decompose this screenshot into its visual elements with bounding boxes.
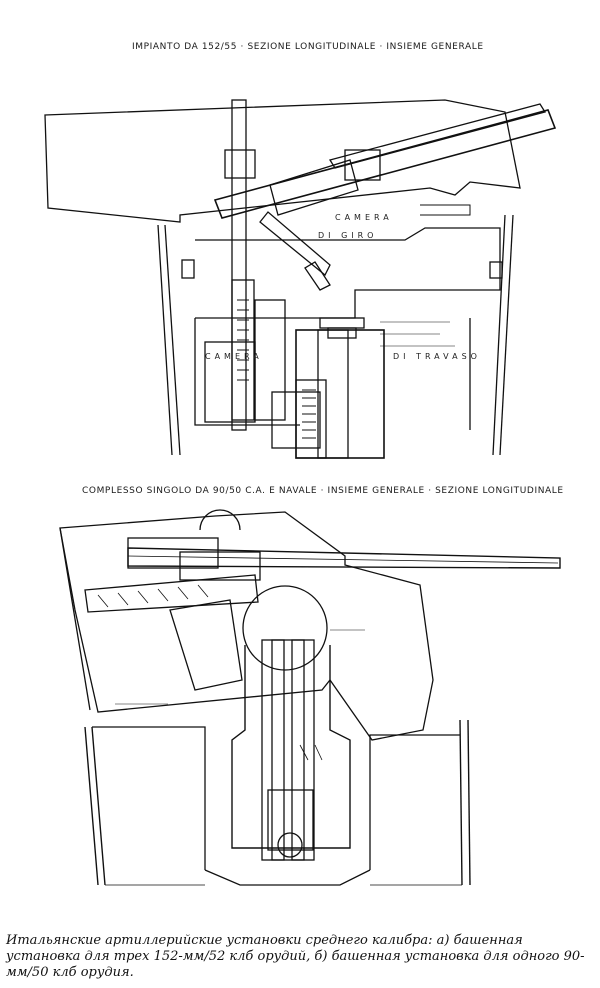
- label-di-giro: DI GIRO: [318, 231, 378, 240]
- label-camera-di-travaso: CAMERA: [205, 352, 263, 361]
- turret-152-section: [44, 99, 557, 459]
- figure-caption: Итальянские артиллерийские установки сре…: [6, 933, 585, 980]
- label-camera-di-giro: CAMERA: [335, 213, 393, 222]
- figure-b-title: COMPLESSO SINGOLO DA 90/50 C.A. E NAVALE…: [82, 486, 564, 496]
- figure-a-title: IMPIANTO DA 152/55 · SEZIONE LONGITUDINA…: [132, 42, 484, 52]
- mount-90-section: [59, 509, 561, 886]
- label-di-travaso: DI TRAVASO: [393, 352, 481, 361]
